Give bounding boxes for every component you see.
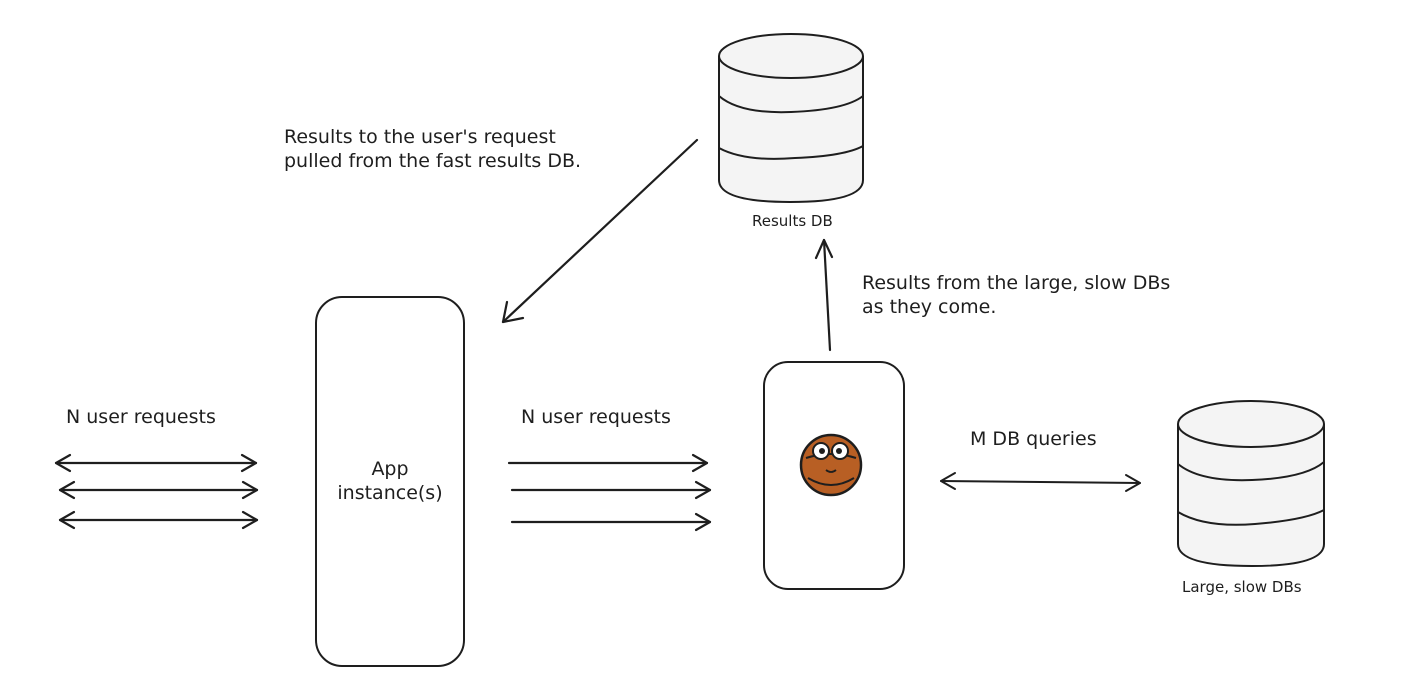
note-results-from-slow-line2: as they come. [862, 295, 997, 318]
left-arrow-2 [58, 480, 259, 500]
note-results-from-slow: Results from the large, slow DBs as they… [862, 272, 1170, 320]
middle-requests-label: N user requests [521, 406, 671, 428]
middle-arrow-1 [507, 453, 709, 473]
app-instance-label-line1: App [371, 458, 409, 480]
middle-arrow-2 [510, 480, 712, 500]
results-to-db-arrow [814, 238, 834, 352]
app-instance-box [315, 296, 465, 667]
slow-db-cylinder [1177, 400, 1325, 568]
middle-arrow-3 [510, 512, 712, 532]
middle-request-arrows [507, 453, 712, 532]
gopher-mascot-icon [799, 433, 863, 497]
left-arrow-3 [58, 510, 259, 530]
slow-dbs-label: Large, slow DBs [1182, 578, 1302, 596]
results-db-cylinder [718, 33, 864, 204]
db-query-arrow [940, 472, 1141, 492]
results-to-app-arrow [501, 138, 699, 324]
note-results-to-user-line2: pulled from the fast results DB. [284, 149, 582, 172]
note-results-from-slow-line1: Results from the large, slow DBs [862, 272, 1171, 294]
note-results-to-user: Results to the user's request pulled fro… [284, 126, 581, 174]
app-instance-label-line2: instance(s) [337, 481, 443, 504]
left-arrow-1 [54, 453, 258, 473]
left-requests-label: N user requests [66, 406, 216, 428]
left-request-arrows [54, 453, 259, 530]
app-instance-label: App instance(s) [316, 458, 464, 506]
db-queries-label: M DB queries [970, 428, 1097, 450]
note-results-to-user-line1: Results to the user's request [284, 126, 556, 148]
results-db-label: Results DB [752, 212, 833, 230]
